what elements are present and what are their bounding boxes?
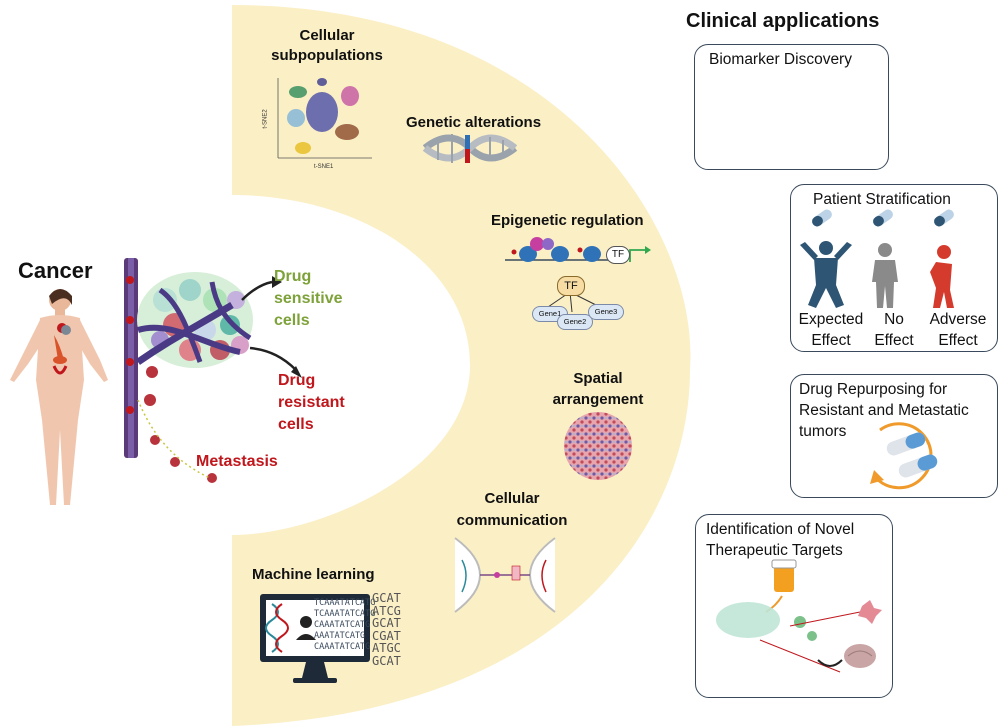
repurposing-title: Drug Repurposing for Resistant and Metas… <box>799 379 969 442</box>
tumor-vessel-illustration <box>124 258 302 483</box>
machine-learning-label: Machine learning <box>252 566 375 583</box>
cancer-label: Cancer <box>18 258 93 283</box>
dna-sequence-text: TCAAATATCATG TCAAATATCATG CAAATATCATG AA… <box>314 598 375 653</box>
tf-bubble-inline: TF <box>606 246 630 264</box>
dna-seq-2: TCAAATATCATG <box>314 609 376 619</box>
novel-line-1: Identification of Novel <box>706 521 855 538</box>
genetic-alterations-label: Genetic alterations <box>406 114 542 131</box>
dna-seq-1: TCAAATATCATG <box>314 598 376 608</box>
dna-seq-4: AAATATCATG <box>314 631 366 641</box>
cell-communication-icon <box>454 537 556 613</box>
patient-stratification-card: Patient Stratification Expected Effect N… <box>790 184 998 352</box>
no-effect-label: No Effect <box>863 309 925 351</box>
person-no-effect-icon <box>872 243 898 308</box>
spatial-tissue-icon <box>564 412 632 480</box>
dna-side-3: GCAT <box>372 616 401 630</box>
dna-helix-icon <box>422 134 518 163</box>
sensitive-line-3: cells <box>274 312 310 329</box>
central-arc-band <box>232 5 691 726</box>
gene3-bubble: Gene3 <box>588 304 624 320</box>
clinical-applications-heading: Clinical applications <box>686 10 880 32</box>
sensitive-line-2: sensitive <box>274 290 343 307</box>
resistant-line-3: cells <box>278 416 314 433</box>
drug-sensitive-cells-label: Drug sensitive cells <box>274 266 342 332</box>
dna-seq-3: CAAATATCATG <box>314 620 371 630</box>
dna-seq-5: CAAATATCATG <box>314 642 371 652</box>
tf-bubble: TF <box>557 276 585 296</box>
dna-side-6: GCAT <box>372 653 401 668</box>
adverse-effect-label: Adverse Effect <box>923 309 993 351</box>
no-effect-line-2: Effect <box>874 332 914 349</box>
drug-repurposing-card: Drug Repurposing for Resistant and Metas… <box>790 374 998 498</box>
dna-side-4: CGAT <box>372 628 401 643</box>
sensitive-line-1: Drug <box>274 268 312 285</box>
metastasis-label: Metastasis <box>196 453 278 470</box>
repurposing-line-1: Drug Repurposing for <box>799 381 948 398</box>
resistant-line-1: Drug <box>278 372 316 389</box>
adverse-line-1: Adverse <box>929 311 987 328</box>
spatial-arrangement-label: Spatial arrangement <box>552 368 644 410</box>
dna-side-1: GCAT <box>372 591 401 605</box>
epigenetic-regulation-label: Epigenetic regulation <box>491 212 644 229</box>
subpop-line-2: subpopulations <box>271 47 383 64</box>
tsne-y-axis-label: t-SNE2 <box>262 109 269 129</box>
expected-line-1: Expected <box>798 311 864 328</box>
adverse-line-2: Effect <box>938 332 978 349</box>
computer-monitor-icon <box>260 594 370 683</box>
spatial-line-1: Spatial <box>573 370 623 387</box>
expected-line-2: Effect <box>811 332 851 349</box>
tsne-scatter-icon <box>277 78 372 159</box>
person-expected-effect-icon <box>800 241 852 308</box>
capsules-icon <box>870 422 938 490</box>
expected-effect-label: Expected Effect <box>793 309 869 351</box>
epigenetic-chromatin-icon <box>505 237 651 313</box>
repurposing-line-3: tumors <box>799 423 847 440</box>
gene2-bubble: Gene2 <box>557 314 593 330</box>
tsne-x-axis-label: t-SNE1 <box>314 164 334 170</box>
novel-line-2: Therapeutic Targets <box>706 542 843 559</box>
biomarker-discovery-card: Biomarker Discovery <box>694 44 889 170</box>
drug-resistant-cells-label: Drug resistant cells <box>278 370 345 436</box>
stratification-title: Patient Stratification <box>813 191 951 208</box>
subpop-line-1: Cellular <box>299 27 355 44</box>
human-figure-icon <box>10 289 108 505</box>
person-adverse-effect-icon <box>930 245 954 308</box>
dna-side-2: ATCG <box>372 603 401 618</box>
dna-side-text: GCAT ATCG GCAT CGAT ATGC GCAT <box>372 592 401 667</box>
no-effect-line-1: No <box>884 311 904 328</box>
resistant-line-2: resistant <box>278 394 345 411</box>
cellular-communication-label: Cellular communication <box>452 488 572 532</box>
cellular-subpopulations-label: Cellular subpopulations <box>268 26 386 66</box>
comm-line-2: communication <box>456 512 568 529</box>
novel-targets-title: Identification of Novel Therapeutic Targ… <box>706 519 854 561</box>
biomarker-title: Biomarker Discovery <box>709 51 852 68</box>
spatial-line-2: arrangement <box>552 391 644 408</box>
dna-side-5: ATGC <box>372 641 401 655</box>
comm-line-1: Cellular <box>484 490 540 507</box>
repurposing-line-2: Resistant and Metastatic <box>799 402 969 419</box>
pill-icons <box>812 209 954 227</box>
novel-targets-card: Identification of Novel Therapeutic Targ… <box>695 514 893 698</box>
novel-targets-icon <box>716 559 882 673</box>
